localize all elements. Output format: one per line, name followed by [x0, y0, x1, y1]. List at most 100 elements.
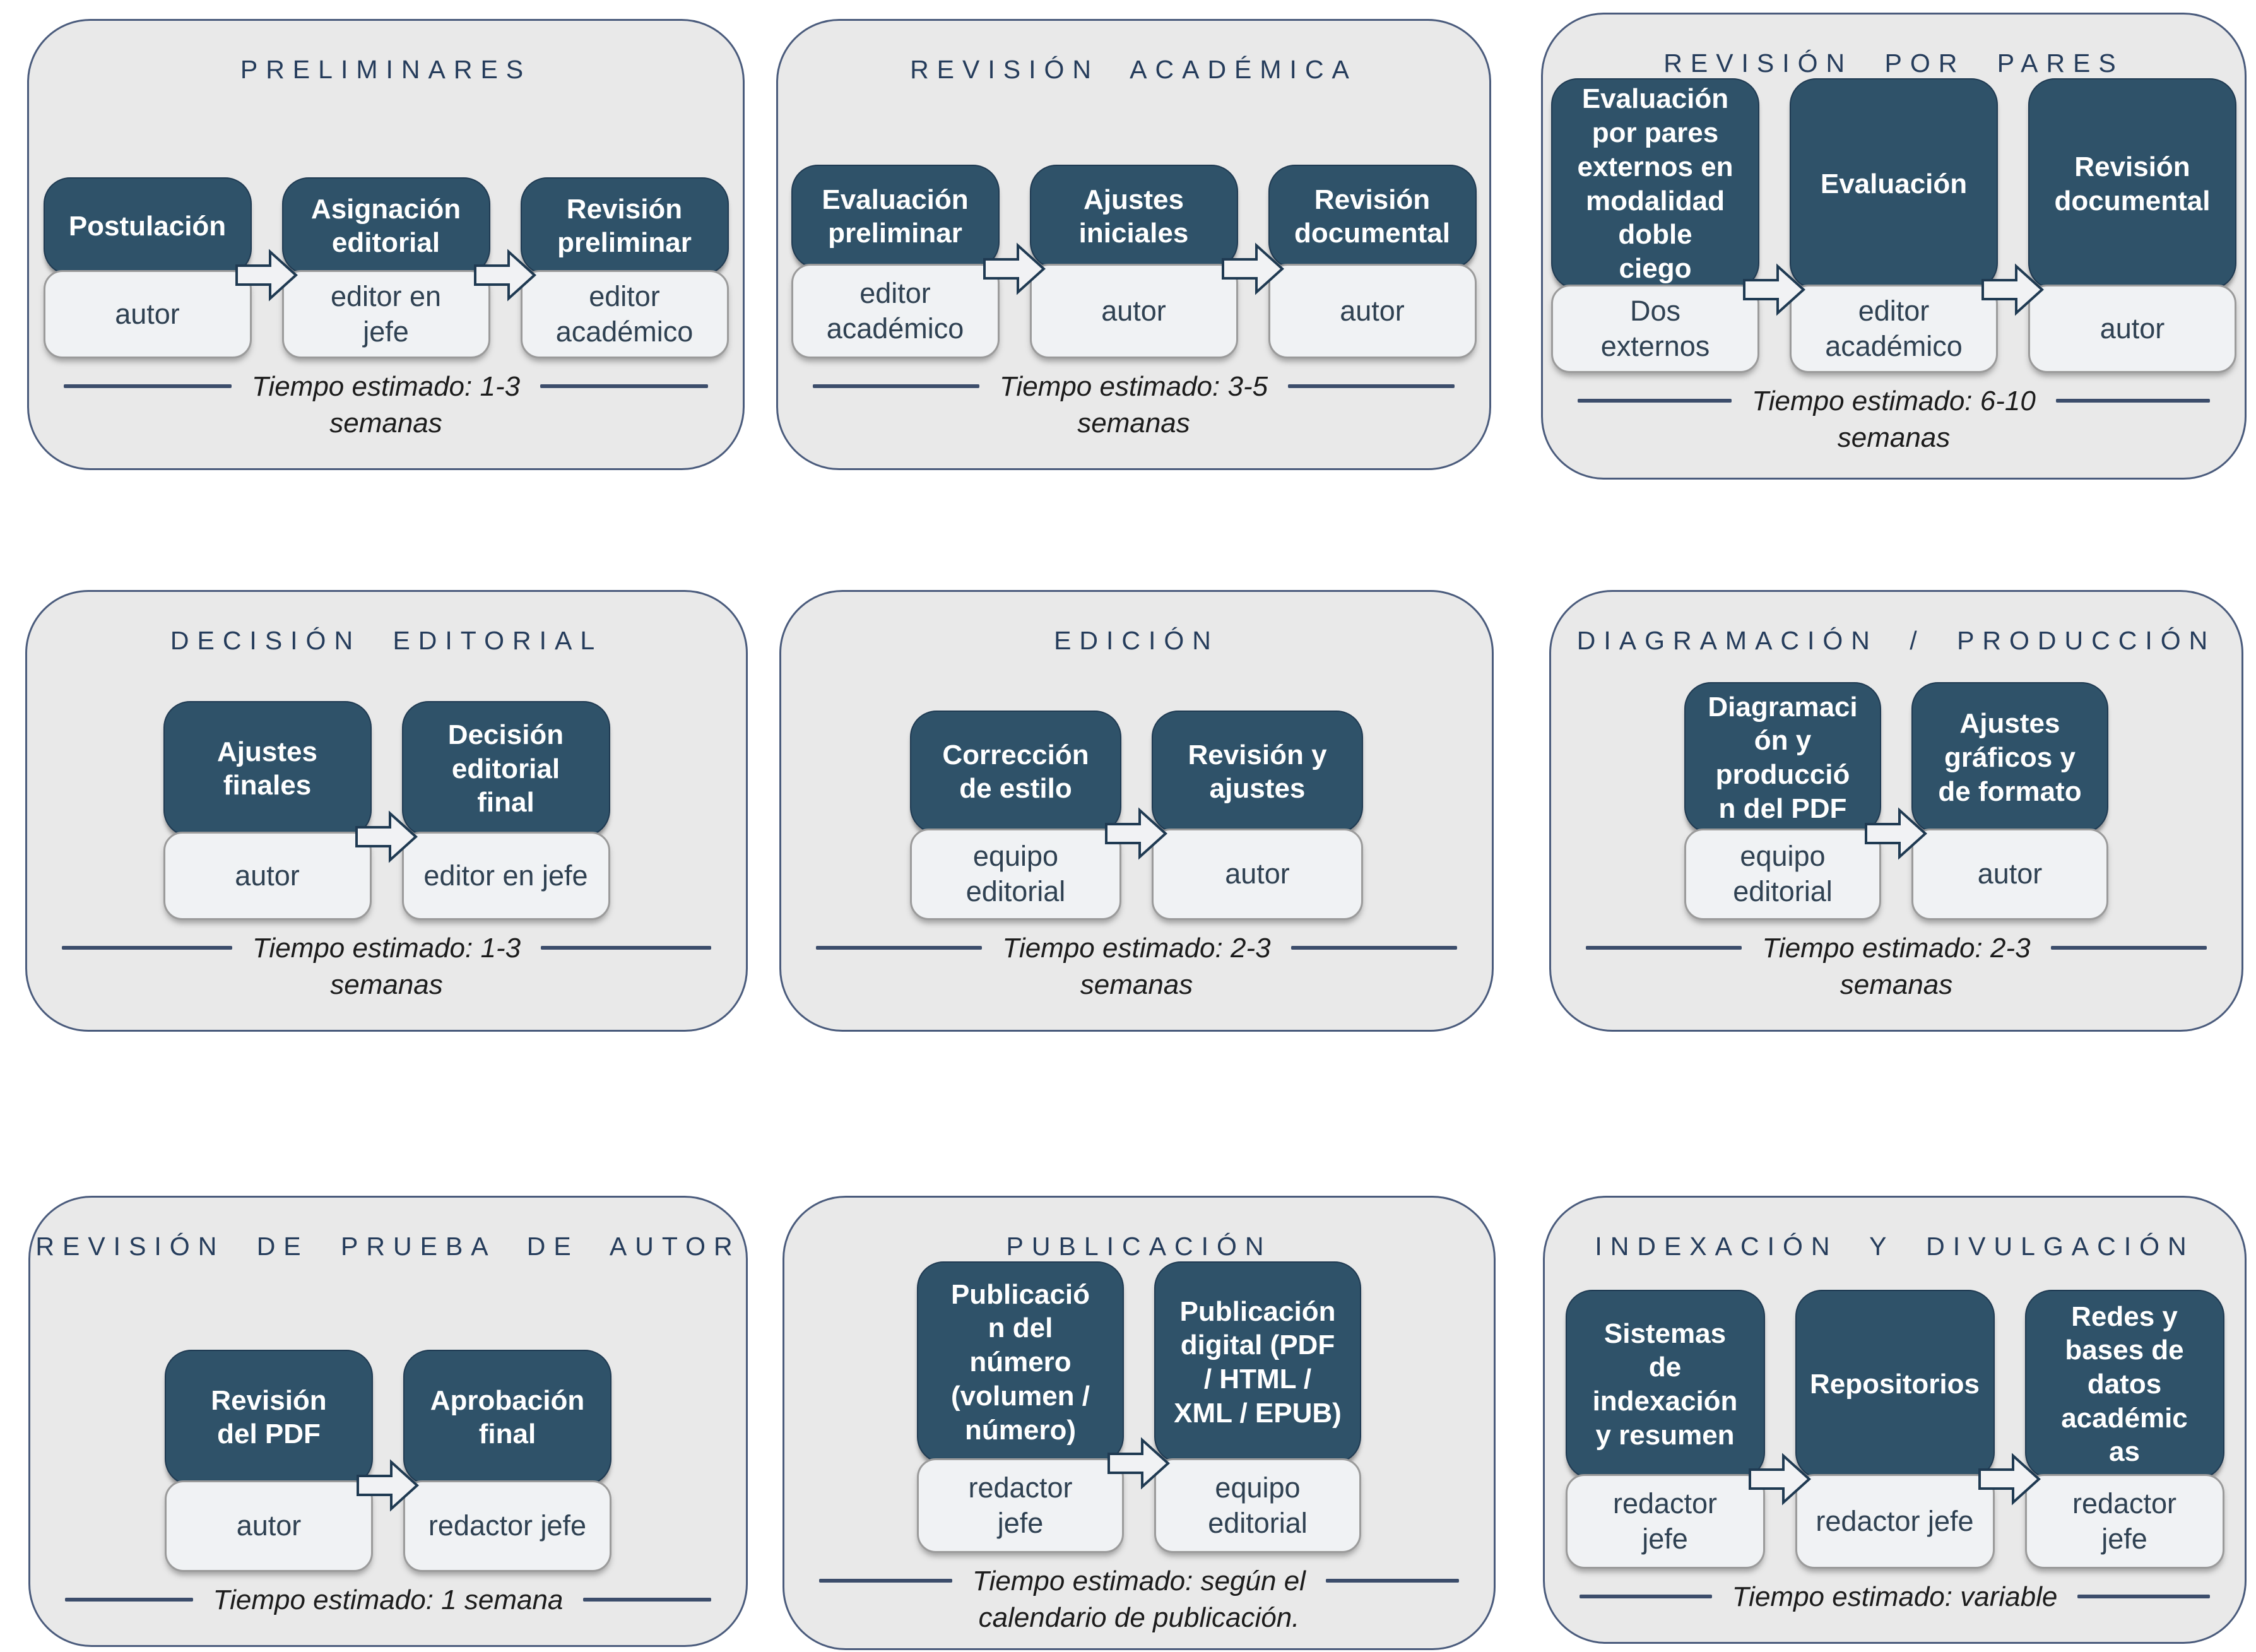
step: Publicación digital (PDF / HTML / XML / … — [1154, 1261, 1361, 1553]
role-box: Dos externos — [1551, 285, 1759, 373]
steps-row: Evaluación por pares externos en modalid… — [1543, 78, 2245, 373]
arrow-right-icon — [1743, 263, 1805, 316]
step-box: Revisión preliminar — [520, 177, 729, 275]
footer-divider — [819, 1579, 953, 1583]
step: Revisión del PDF autor — [165, 1349, 373, 1572]
footer-divider — [62, 945, 232, 950]
footer-text: Tiempo estimado: 2-3 semanas — [1002, 932, 1271, 1000]
step: Publicació n del número (volumen / númer… — [917, 1261, 1124, 1553]
role-box: autor — [1029, 263, 1238, 358]
step: Revisión documental autor — [1268, 164, 1477, 358]
role-box: editor académico — [1790, 285, 1998, 373]
steps-row: Evaluación preliminar editor académico A… — [778, 164, 1489, 358]
steps-row: Postulación autor Asignación editorial e… — [29, 177, 743, 358]
panel-footer: Tiempo estimado: 6-10 semanas — [1578, 383, 2211, 456]
panel-preliminares: PRELIMINARES Postulación autor Asignació… — [27, 19, 745, 470]
step: Redes y bases de datos académic as redac… — [2024, 1289, 2224, 1569]
step-box: Asignación editorial — [281, 177, 490, 275]
panel-publicacion: PUBLICACIÓN Publicació n del número (vol… — [783, 1196, 1496, 1650]
role-box: redactor jefe — [917, 1458, 1124, 1553]
step: Ajustes iniciales autor — [1029, 164, 1238, 358]
step: Diagramaci ón y producció n del PDF equi… — [1684, 681, 1881, 920]
step-box: Corrección de estilo — [910, 710, 1121, 834]
footer-divider — [2077, 1594, 2210, 1598]
footer-divider — [2050, 945, 2207, 950]
step-box: Revisión y ajustes — [1152, 710, 1363, 834]
role-box: editor en jefe — [281, 269, 490, 358]
panel-footer: Tiempo estimado: 1-3 semanas — [64, 369, 709, 442]
step: Ajustes finales autor — [163, 700, 372, 920]
footer-divider — [1288, 384, 1455, 388]
step-box: Ajustes iniciales — [1029, 164, 1238, 269]
footer-divider — [64, 384, 232, 388]
step: Corrección de estilo equipo editorial — [910, 710, 1121, 920]
panel-title: INDEXACIÓN Y DIVULGACIÓN — [1595, 1232, 2195, 1261]
step-box: Publicación digital (PDF / HTML / XML / … — [1154, 1261, 1361, 1463]
arrow-right-icon — [1107, 1437, 1170, 1490]
steps-row: Ajustes finales autor Decisión editorial… — [27, 700, 746, 920]
steps-row: Corrección de estilo equipo editorial Re… — [781, 710, 1492, 920]
step: Decisión editorial final editor en jefe — [401, 700, 610, 920]
footer-text: Tiempo estimado: 6-10 semanas — [1752, 386, 2036, 454]
step: Ajustes gráficos y de formato autor — [1911, 681, 2108, 920]
panel-edicion: EDICIÓN Corrección de estilo equipo edit… — [779, 590, 1494, 1032]
arrow-right-icon — [235, 249, 298, 302]
step-box: Evaluación por pares externos en modalid… — [1551, 78, 1759, 290]
arrow-right-icon — [357, 1459, 419, 1512]
footer-divider — [1580, 1594, 1712, 1598]
arrow-right-icon — [1748, 1453, 1811, 1506]
footer-divider — [583, 1597, 711, 1602]
arrow-right-icon — [1105, 807, 1167, 860]
panel-title: EDICIÓN — [1054, 626, 1219, 655]
panel-footer: Tiempo estimado: según el calendario de … — [819, 1563, 1459, 1636]
role-box: equipo editorial — [1684, 828, 1881, 920]
arrow-right-icon — [473, 249, 536, 302]
footer-text: Tiempo estimado: 1-3 semanas — [252, 932, 521, 1000]
panel-title: DECISIÓN EDITORIAL — [170, 626, 603, 655]
step: Sistemas de indexación y resumen redacto… — [1565, 1289, 1765, 1569]
step-box: Ajustes finales — [163, 700, 372, 837]
steps-row: Revisión del PDF autor Aprobación final … — [30, 1349, 746, 1572]
step-box: Repositorios — [1795, 1289, 1995, 1479]
role-box: autor — [1911, 828, 2108, 920]
step: Asignación editorial editor en jefe — [281, 177, 490, 358]
panel-footer: Tiempo estimado: variable — [1580, 1579, 2210, 1615]
arrow-right-icon — [1978, 1453, 2041, 1506]
step-box: Postulación — [43, 177, 252, 275]
step: Repositorios redactor jefe — [1795, 1289, 1995, 1569]
panel-title: REVISIÓN POR PARES — [1663, 49, 2124, 78]
panel-footer: Tiempo estimado: 2-3 semanas — [1586, 930, 2207, 1003]
footer-divider — [1290, 945, 1458, 950]
footer-text: Tiempo estimado: según el calendario de … — [972, 1566, 1306, 1634]
panel-decision-editorial: DECISIÓN EDITORIAL Ajustes finales autor… — [25, 590, 748, 1032]
footer-text: Tiempo estimado: variable — [1732, 1581, 2058, 1612]
footer-divider — [1325, 1579, 1459, 1583]
step: Aprobación final redactor jefe — [403, 1349, 611, 1572]
step: Revisión preliminar editor académico — [520, 177, 729, 358]
role-box: autor — [163, 831, 372, 920]
arrow-right-icon — [355, 810, 418, 863]
arrow-right-icon — [1981, 263, 2044, 316]
panel-diagramacion-produccion: DIAGRAMACIÓN / PRODUCCIÓN Diagramaci ón … — [1549, 590, 2243, 1032]
role-box: equipo editorial — [910, 828, 1121, 920]
step-box: Evaluación preliminar — [791, 164, 1000, 269]
role-box: autor — [2028, 285, 2236, 373]
role-box: redactor jefe — [2024, 1473, 2224, 1569]
step-box: Evaluación — [1790, 78, 1998, 290]
panel-footer: Tiempo estimado: 1-3 semanas — [62, 930, 712, 1003]
panel-footer: Tiempo estimado: 3-5 semanas — [813, 369, 1455, 442]
step: Evaluación preliminar editor académico — [791, 164, 1000, 358]
panel-title: PRELIMINARES — [240, 55, 532, 84]
step-box: Ajustes gráficos y de formato — [1911, 681, 2108, 834]
role-box: redactor jefe — [1565, 1473, 1765, 1569]
footer-divider — [2055, 399, 2211, 403]
steps-row: Publicació n del número (volumen / númer… — [784, 1261, 1494, 1553]
step-box: Aprobación final — [403, 1349, 611, 1485]
steps-row: Sistemas de indexación y resumen redacto… — [1545, 1289, 2245, 1569]
footer-divider — [65, 1597, 193, 1602]
step-box: Publicació n del número (volumen / númer… — [917, 1261, 1124, 1463]
footer-text: Tiempo estimado: 1 semana — [213, 1584, 564, 1615]
step-box: Redes y bases de datos académic as — [2024, 1289, 2224, 1479]
role-box: autor — [1152, 828, 1363, 920]
panel-footer: Tiempo estimado: 2-3 semanas — [816, 930, 1458, 1003]
